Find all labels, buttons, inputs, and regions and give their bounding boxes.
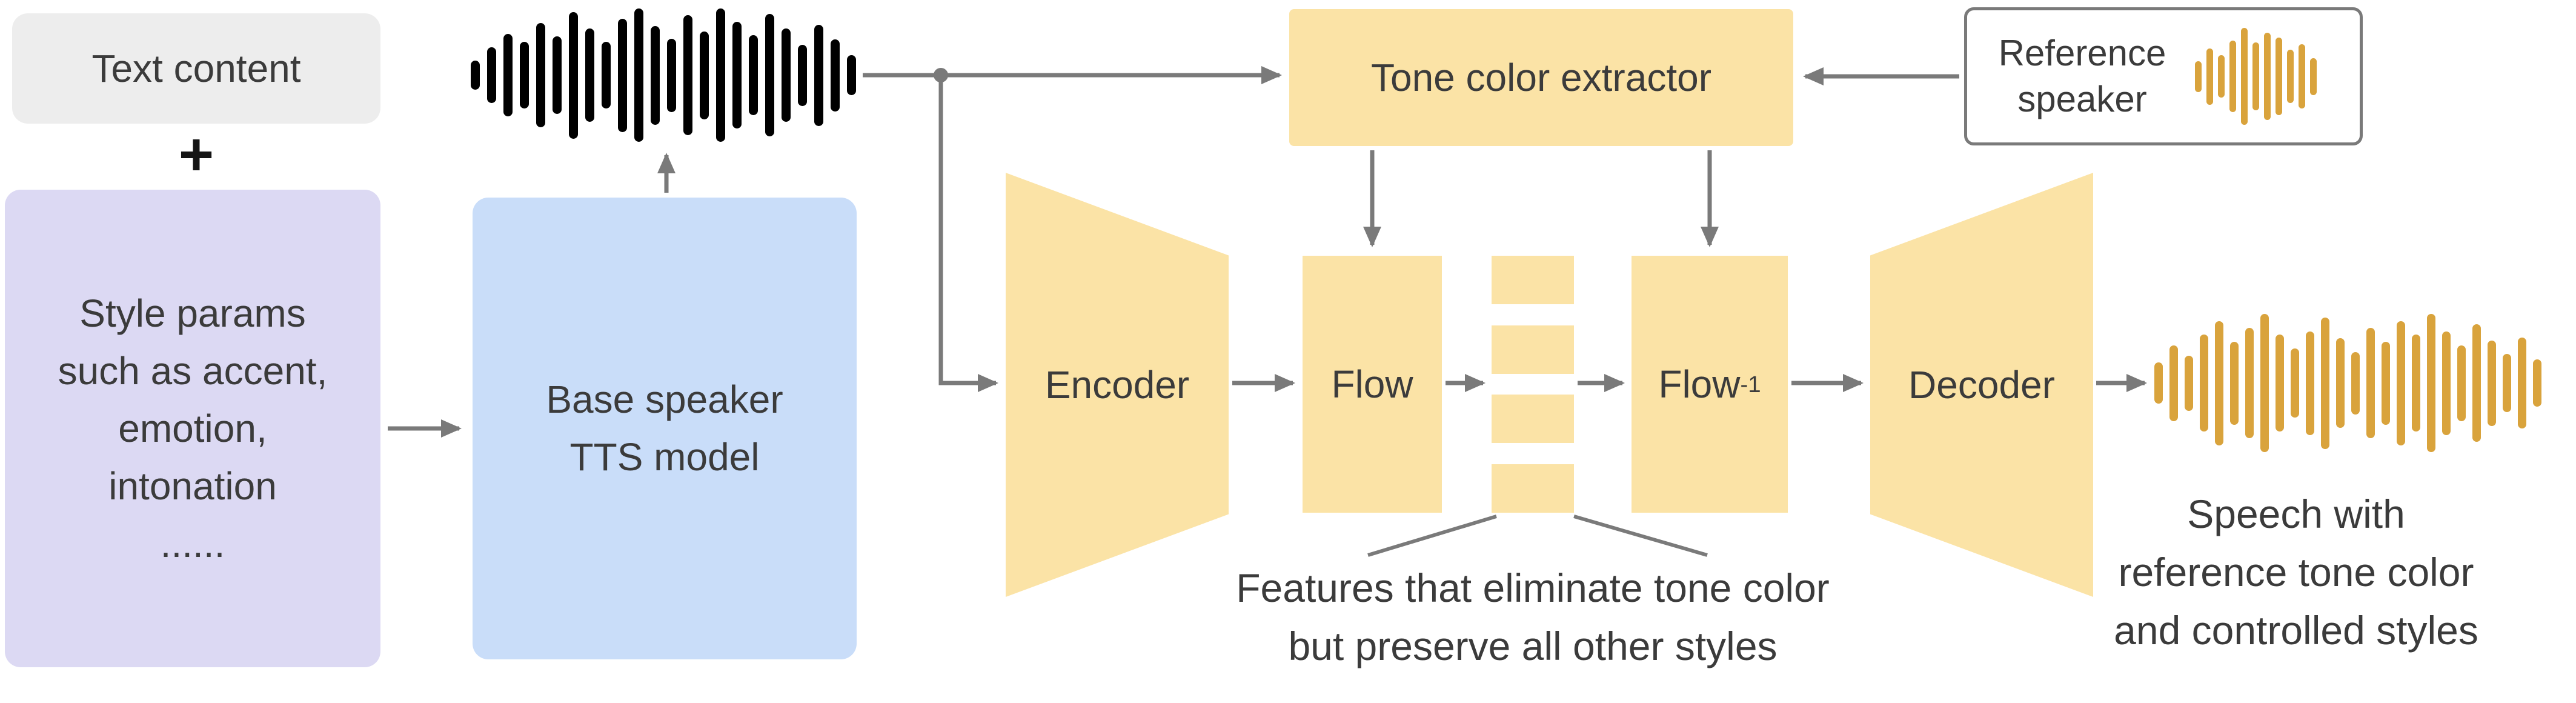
latent-feature-block [1492, 395, 1574, 444]
latent-feature-blocks [1492, 256, 1574, 513]
latent-feature-block [1492, 256, 1574, 304]
encoder-block: Encoder [1006, 173, 1229, 597]
input-waveform-icon [470, 8, 857, 142]
flow-block: Flow [1303, 256, 1442, 513]
flow-inverse-label: Flow [1658, 362, 1741, 406]
reference-speaker-box: Reference speaker [1964, 7, 2363, 145]
style-params-line: such as accent, [58, 348, 328, 393]
latent-feature-block [1492, 325, 1574, 374]
features-caption-line: Features that eliminate tone color [1236, 565, 1830, 610]
tone-color-extractor-box: Tone color extractor [1289, 9, 1793, 146]
base-speaker-tts-box: Base speaker TTS model [473, 198, 857, 659]
style-params-box: Style params such as accent, emotion, in… [5, 190, 380, 667]
style-params-line: Style params [79, 291, 306, 335]
output-waveform-icon [2154, 314, 2541, 452]
flow-inverse-exponent: -1 [1740, 371, 1761, 398]
text-content-label: Text content [91, 46, 301, 90]
style-params-line: ...... [160, 521, 225, 565]
output-caption: Speech with reference tone color and con… [2017, 485, 2575, 659]
plus-icon: + [178, 121, 214, 188]
base-speaker-line: TTS model [569, 435, 760, 479]
flow-inverse-block: Flow-1 [1632, 256, 1788, 513]
base-speaker-line: Base speaker [546, 378, 783, 421]
text-content-box: Text content [12, 13, 380, 124]
style-params-line: emotion, [118, 406, 267, 450]
reference-speaker-line: speaker [2017, 79, 2147, 119]
reference-waveform-icon [2183, 28, 2328, 125]
features-caption: Features that eliminate tone color but p… [1109, 559, 1957, 675]
tone-color-extractor-label: Tone color extractor [1370, 55, 1712, 99]
decoder-label: Decoder [1908, 363, 2055, 407]
latent-feature-block [1492, 464, 1574, 513]
flow-label: Flow [1331, 362, 1413, 406]
features-caption-line: but preserve all other styles [1288, 624, 1778, 668]
reference-speaker-label: Reference speaker [1999, 30, 2166, 122]
reference-speaker-line: Reference [1998, 33, 2166, 73]
encoder-label: Encoder [1044, 363, 1190, 407]
output-caption-line: and controlled styles [2114, 608, 2478, 653]
decoder-block: Decoder [1870, 173, 2093, 597]
style-params-line: intonation [108, 464, 277, 508]
output-caption-line: Speech with [2187, 491, 2405, 536]
output-caption-line: reference tone color [2118, 550, 2474, 595]
